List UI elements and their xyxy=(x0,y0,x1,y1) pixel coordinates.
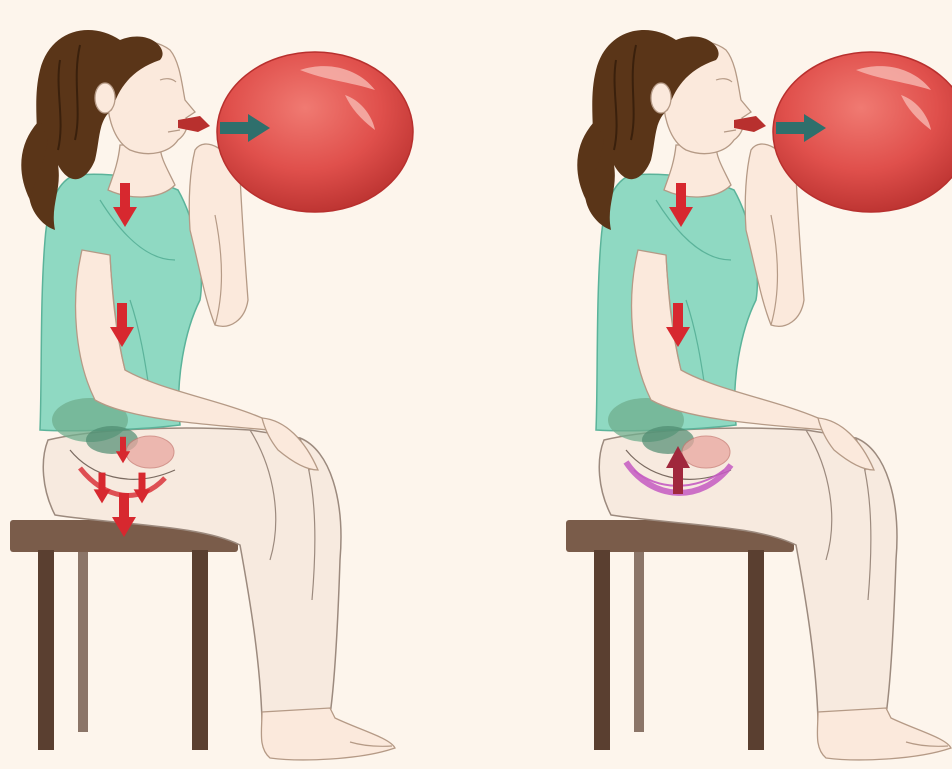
panel-left xyxy=(10,30,413,760)
panel-right xyxy=(566,30,952,760)
figure-right xyxy=(566,30,952,760)
figure-left xyxy=(10,30,413,760)
